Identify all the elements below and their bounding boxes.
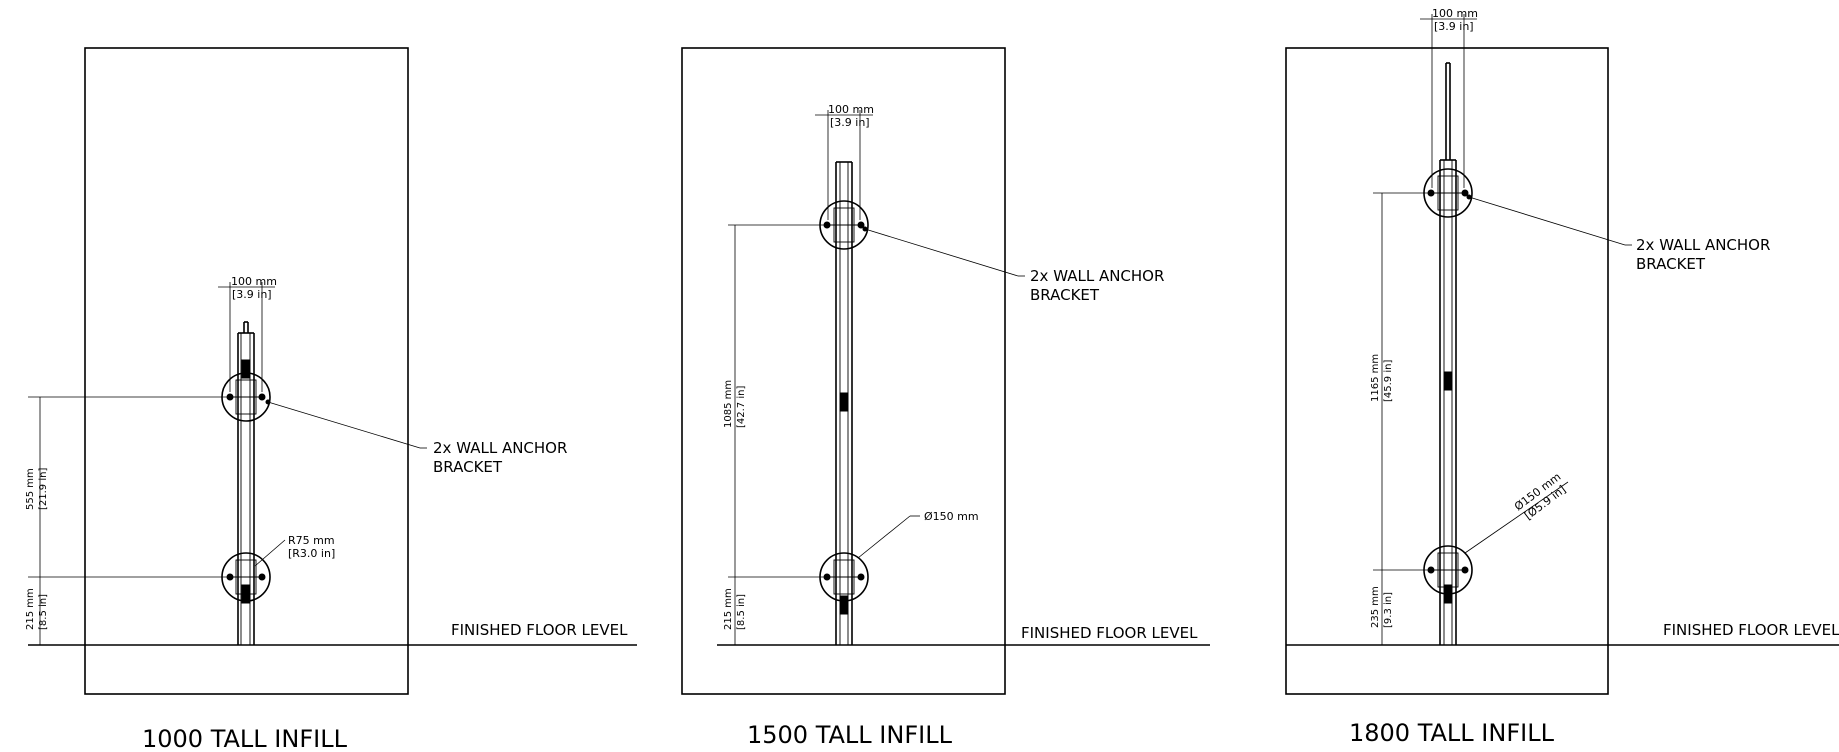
width-mm-3: 100 mm [1432, 7, 1478, 20]
lower-dim-in-3: [9.3 in] [1383, 592, 1394, 628]
panel-1-outline [84, 47, 409, 695]
floor-label-3: FINISHED FLOOR LEVEL [1663, 621, 1839, 639]
upper-dim-in-3: [45.9 in] [1383, 360, 1394, 402]
radius-callout-1: R75 mm [R3.0 in] [254, 534, 335, 567]
upper-dim-mm-3: 1165 mm [1370, 354, 1381, 402]
panel-1800-tall: FINISHED FLOOR LEVEL [1285, 7, 1839, 747]
height-dimensions-2: 1085 mm [42.7 in] 215 mm [8.5 in] [723, 224, 834, 645]
upper-dim-mm-2: 1085 mm [723, 380, 734, 428]
lower-dim-mm-3: 235 mm [1370, 586, 1381, 628]
diameter-callout-3: Ø150 mm [Ø5.9 in] [1464, 470, 1568, 554]
post-1 [237, 321, 255, 645]
lower-dim-in-1: [8.5 in] [38, 594, 49, 630]
lower-dim-mm-2: 215 mm [723, 588, 734, 630]
panel-title-2: 1500 TALL INFILL [747, 721, 953, 749]
width-mm-2: 100 mm [828, 103, 874, 116]
panel-1500-tall: FINISHED FLOOR LEVEL [681, 47, 1210, 749]
diameter-callout-2: Ø150 mm [857, 510, 979, 559]
radius-mm-1: R75 mm [288, 534, 335, 547]
panel-title-1: 1000 TALL INFILL [142, 725, 348, 752]
post-2 [835, 161, 853, 645]
bracket-callout-2: 2x WALL ANCHOR BRACKET [862, 226, 1164, 304]
bracket-callout-3: 2x WALL ANCHOR BRACKET [1466, 194, 1770, 273]
floor-label-1: FINISHED FLOOR LEVEL [451, 621, 628, 639]
width-in-1: [3.9 in] [232, 288, 272, 301]
upper-dim-mm-1: 555 mm [25, 468, 36, 510]
width-dimension-3: 100 mm [3.9 in] [1420, 7, 1478, 188]
bracket-label-line2-1: BRACKET [433, 458, 503, 476]
lower-dim-in-2: [8.5 in] [736, 594, 747, 630]
lower-dim-mm-1: 215 mm [25, 588, 36, 630]
post-3 [1439, 62, 1457, 645]
panel-title-3: 1800 TALL INFILL [1349, 719, 1555, 747]
width-in-2: [3.9 in] [830, 116, 870, 129]
floor-label-2: FINISHED FLOOR LEVEL [1021, 624, 1198, 642]
panel-1000-tall: FINISHED FLOOR LEVEL [25, 47, 637, 752]
diameter-mm-2: Ø150 mm [924, 510, 979, 523]
bracket-label-line2-3: BRACKET [1636, 255, 1706, 273]
panel-3-outline [1285, 47, 1609, 695]
width-dimension-2: 100 mm [3.9 in] [815, 103, 874, 220]
panel-2-outline [681, 47, 1006, 695]
height-dimensions-1: 555 mm [21.9 in] 215 mm [8.5 in] [25, 396, 236, 645]
bracket-label-line2-2: BRACKET [1030, 286, 1100, 304]
height-dimensions-3: 1165 mm [45.9 in] 235 mm [9.3 in] [1370, 192, 1438, 645]
bracket-label-line1-1: 2x WALL ANCHOR [433, 439, 567, 457]
width-in-3: [3.9 in] [1434, 20, 1474, 33]
upper-dim-in-2: [42.7 in] [736, 386, 747, 428]
upper-dim-in-1: [21.9 in] [38, 468, 49, 510]
bracket-label-line1-2: 2x WALL ANCHOR [1030, 267, 1164, 285]
width-mm-1: 100 mm [231, 275, 277, 288]
radius-in-1: [R3.0 in] [288, 547, 335, 560]
width-dimension-1: 100 mm [3.9 in] [218, 275, 277, 392]
bracket-label-line1-3: 2x WALL ANCHOR [1636, 236, 1770, 254]
bracket-callout-1: 2x WALL ANCHOR BRACKET [265, 399, 567, 476]
